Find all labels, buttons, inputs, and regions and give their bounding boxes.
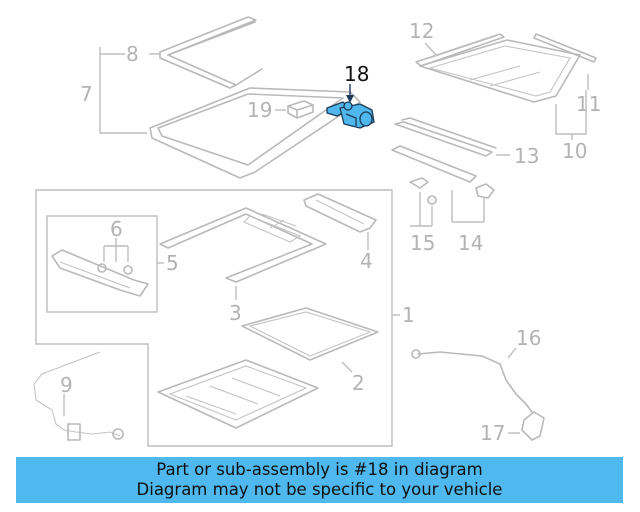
part-12-glass-seal xyxy=(415,33,505,67)
callout-16: 16 xyxy=(516,326,541,350)
callout-2: 2 xyxy=(352,371,365,395)
leader-14 xyxy=(451,190,485,223)
callout-10: 10 xyxy=(562,139,587,163)
housing-assembly xyxy=(157,359,319,429)
part-19-clip xyxy=(287,100,314,119)
callout-11: 11 xyxy=(576,92,601,116)
sub-box-5 xyxy=(46,215,158,313)
leader-10 xyxy=(555,90,587,135)
parts-diagram: 7 8 19 18 12 11 10 13 xyxy=(33,16,601,447)
callout-8: 8 xyxy=(126,42,139,66)
callout-13: 13 xyxy=(514,144,539,168)
callout-19: 19 xyxy=(247,98,272,122)
part-3-sunroof-frame xyxy=(159,207,327,283)
callout-12: 12 xyxy=(409,19,434,43)
callout-14: 14 xyxy=(458,231,483,255)
leader-2 xyxy=(341,361,353,373)
part-18-sunroof-motor xyxy=(326,101,375,129)
callout-9: 9 xyxy=(60,373,73,397)
callout-18: 18 xyxy=(344,62,369,86)
callout-6: 6 xyxy=(110,217,123,241)
part-15-clip xyxy=(409,177,437,205)
part-8-roof-seal xyxy=(159,16,263,89)
leader-18-arrow xyxy=(346,95,354,103)
callout-3: 3 xyxy=(229,301,242,325)
banner-line-1: Part or sub-assembly is #18 in diagram xyxy=(156,460,483,479)
part-13-rail xyxy=(394,117,497,157)
part-14-bracket xyxy=(391,145,495,199)
part-7-roof-frame xyxy=(149,87,361,179)
leader-12 xyxy=(424,42,438,57)
leader-15 xyxy=(410,192,433,227)
callout-15: 15 xyxy=(410,231,435,255)
leader-6 xyxy=(103,238,129,262)
callout-5: 5 xyxy=(166,251,179,275)
banner-line-2: Diagram may not be specific to your vehi… xyxy=(136,480,503,499)
leader-7 xyxy=(99,47,147,134)
part-5-deflector xyxy=(51,249,149,297)
callout-17: 17 xyxy=(480,421,505,445)
part-16-drive-cable xyxy=(411,349,533,413)
callout-1: 1 xyxy=(402,303,415,327)
part-4-rear-bracket xyxy=(303,193,377,233)
callout-7: 7 xyxy=(80,82,93,106)
part-17-clip xyxy=(521,411,545,441)
assembly-box-1 xyxy=(35,189,393,447)
leader-16 xyxy=(507,347,517,359)
part-2-glass-seal xyxy=(241,307,379,361)
callout-4: 4 xyxy=(360,249,373,273)
part-11-glass-panel xyxy=(419,33,597,103)
info-banner: Part or sub-assembly is #18 in diagram D… xyxy=(16,457,623,503)
part-9-drain-hose xyxy=(33,351,124,441)
